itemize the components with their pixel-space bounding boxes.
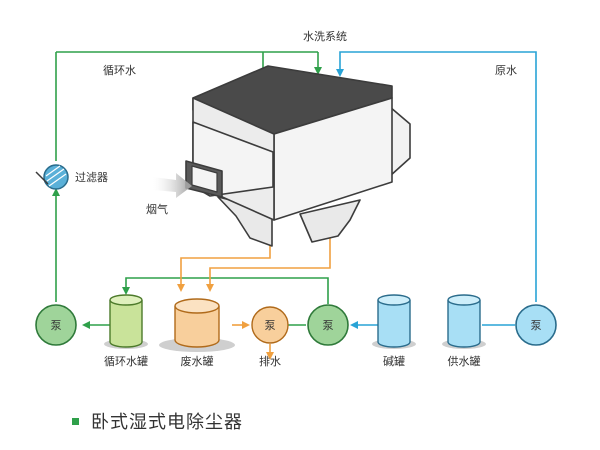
drain-label: 排水 (259, 354, 281, 368)
filter-icon (35, 164, 69, 190)
outlet-transition (389, 106, 411, 177)
supply-water-tank (442, 294, 486, 349)
alkali-pump-label: 泵 (323, 319, 334, 332)
raw-water-label: 原水 (495, 64, 517, 77)
circulating-tank-label: 循环水罐 (104, 355, 148, 368)
waste-tank-label: 废水罐 (181, 354, 214, 368)
raw-water-pump: 泵 (515, 304, 557, 346)
circulating-water-line (52, 51, 329, 329)
circulating-water-tank (104, 294, 148, 349)
caption-title: 卧式湿式电除尘器 (91, 412, 243, 433)
wash-system-label: 水洗系统 (303, 30, 347, 43)
alkali-pump: 泵 (307, 304, 349, 346)
precipitator-housing (185, 65, 411, 247)
circulating-pump-label: 泵 (51, 319, 62, 332)
drain-pump: 泵 (251, 306, 289, 344)
hopper-1-drain (177, 240, 271, 292)
flue-gas-arrow (153, 173, 192, 198)
waste-water-line (177, 236, 331, 360)
figure-caption: 卧式湿式电除尘器 (72, 409, 243, 433)
flue-gas-label: 烟气 (146, 202, 168, 216)
inlet-opening (191, 165, 218, 193)
filter-label: 过滤器 (75, 171, 108, 184)
raw-water-pump-label: 泵 (531, 319, 542, 332)
supply-tank-label: 供水罐 (448, 354, 481, 368)
alkali-tank-label: 碱罐 (383, 355, 405, 368)
drain-pump-label: 泵 (265, 319, 276, 332)
alkali-tank (372, 294, 416, 349)
circulating-water-label: 循环水 (103, 64, 136, 77)
hopper-2-drain (206, 236, 331, 292)
waste-water-tank (159, 298, 235, 352)
caption-bullet-icon (72, 417, 79, 425)
pump-to-tank-line (122, 277, 329, 304)
raw-water-line (336, 51, 537, 329)
circulating-pump: 泵 (35, 304, 77, 346)
hopper-right (299, 199, 361, 243)
